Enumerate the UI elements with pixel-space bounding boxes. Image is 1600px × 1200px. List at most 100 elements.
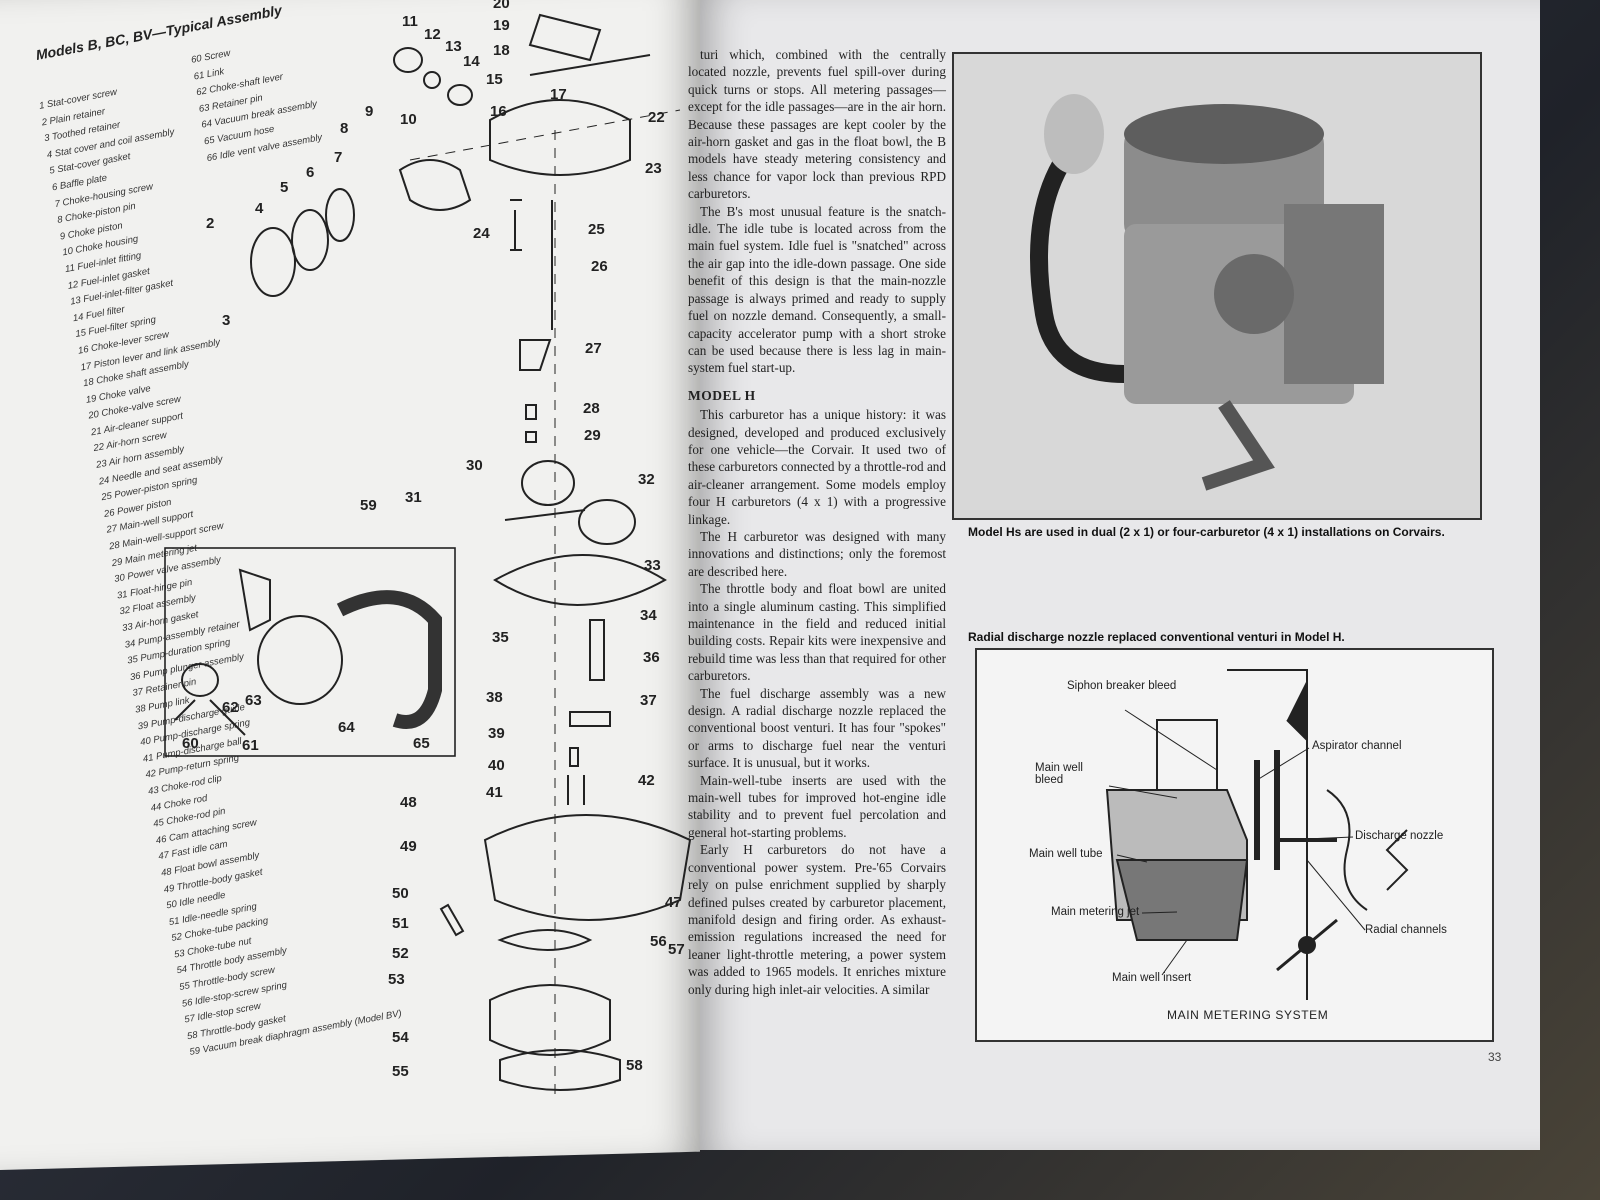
paragraph: The fuel discharge assembly was a new de… bbox=[688, 685, 946, 771]
label-radial-channels: Radial channels bbox=[1365, 924, 1447, 936]
stat-cover-shape bbox=[250, 227, 296, 297]
part-number: 41 bbox=[486, 784, 503, 801]
main-well-support-shape bbox=[519, 339, 552, 371]
part-number: 12 bbox=[424, 26, 441, 43]
part-number: 18 bbox=[493, 42, 510, 59]
part-number: 9 bbox=[365, 103, 373, 120]
part-number: 36 bbox=[643, 649, 660, 666]
paragraph: Early H carburetors do not have a conven… bbox=[688, 842, 946, 997]
part-number: 65 bbox=[413, 735, 430, 752]
part-number: 49 bbox=[400, 838, 417, 855]
part-number: 53 bbox=[388, 971, 405, 988]
part-number: 33 bbox=[644, 557, 661, 574]
baffle-shape bbox=[325, 188, 355, 242]
float-shape bbox=[521, 460, 575, 506]
part-number: 48 bbox=[400, 794, 417, 811]
part-number: 5 bbox=[280, 179, 288, 196]
part-number: 61 bbox=[242, 737, 259, 754]
part-number: 25 bbox=[588, 221, 605, 238]
part-number: 26 bbox=[591, 258, 608, 275]
part-number: 60 bbox=[182, 735, 199, 752]
part-number: 50 bbox=[392, 885, 409, 902]
diagram-caption: Radial discharge nozzle replaced convent… bbox=[968, 630, 1345, 644]
paragraph: The B's most unusual feature is the snat… bbox=[688, 203, 946, 376]
label-main-well-bleed: Main well bleed bbox=[1035, 762, 1083, 786]
paragraph: Main-well-tube inserts are used with the… bbox=[688, 772, 946, 840]
throttle-body-shape bbox=[489, 984, 611, 1056]
article-column: turi which, combined with the centrally … bbox=[688, 46, 946, 998]
part-number: 2 bbox=[206, 215, 214, 232]
pump-plunger-shape bbox=[589, 619, 605, 681]
exploded-assembly-diagram: 2 3 4 5 6 7 8 9 10 11 12 13 14 15 16 17 … bbox=[160, 0, 700, 1100]
part-number: 55 bbox=[392, 1063, 409, 1080]
part-number: 42 bbox=[638, 772, 655, 789]
label-discharge-nozzle: Discharge nozzle bbox=[1355, 830, 1444, 842]
part-number: 47 bbox=[665, 894, 682, 911]
part-number: 37 bbox=[640, 692, 657, 709]
part-number: 27 bbox=[585, 340, 602, 357]
part-number: 19 bbox=[493, 17, 510, 34]
main-metering-svg bbox=[1105, 669, 1409, 1000]
gasket-ring-shape bbox=[291, 209, 329, 271]
vacuum-hose-shape bbox=[336, 590, 442, 729]
main-metering-diagram: Siphon breaker bleed Aspirator channel M… bbox=[975, 648, 1494, 1042]
article-paragraphs: turi which, combined with the centrally … bbox=[688, 46, 946, 377]
label-siphon-breaker-bleed: Siphon breaker bleed bbox=[1067, 680, 1177, 692]
label-main-well-tube: Main well tube bbox=[1029, 848, 1103, 860]
vacuum-break-shape bbox=[257, 615, 343, 705]
page-number: 33 bbox=[1488, 1050, 1502, 1064]
photo-caption: Model Hs are used in dual (2 x 1) or fou… bbox=[968, 525, 1445, 539]
float-bowl-shape bbox=[483, 814, 692, 921]
part-number: 35 bbox=[492, 629, 509, 646]
part-number: 38 bbox=[486, 689, 503, 706]
part-number: 6 bbox=[306, 164, 314, 181]
part-number: 14 bbox=[463, 53, 480, 70]
part-number: 54 bbox=[392, 1029, 409, 1046]
model-h-paragraphs: This carburetor has a unique history: it… bbox=[688, 406, 946, 998]
part-number: 51 bbox=[392, 915, 409, 932]
part-number: 16 bbox=[490, 103, 507, 120]
diagram-title: MAIN METERING SYSTEM bbox=[1167, 1008, 1329, 1022]
part-number: 3 bbox=[222, 312, 230, 329]
choke-valve-shape bbox=[528, 13, 602, 62]
carburetor-photo-svg bbox=[954, 54, 1480, 518]
part-number: 23 bbox=[645, 160, 662, 177]
part-number: 32 bbox=[638, 471, 655, 488]
part-number: 24 bbox=[473, 225, 490, 242]
part-number: 4 bbox=[255, 200, 264, 217]
idle-needle-shape bbox=[439, 903, 465, 937]
part-number: 59 bbox=[360, 497, 377, 514]
paragraph: This carburetor has a unique history: it… bbox=[688, 407, 946, 527]
part-number: 10 bbox=[400, 111, 417, 128]
paragraph: turi which, combined with the centrally … bbox=[688, 47, 946, 202]
air-horn-gasket-shape bbox=[493, 554, 667, 606]
part-number: 30 bbox=[466, 457, 483, 474]
part-number: 56 bbox=[650, 933, 667, 950]
label-main-well-insert: Main well insert bbox=[1112, 972, 1192, 984]
paragraph: The throttle body and float bowl are uni… bbox=[688, 581, 946, 684]
part-number: 63 bbox=[245, 692, 262, 709]
part-number: 7 bbox=[334, 149, 342, 166]
carburetor-photo bbox=[952, 52, 1482, 520]
section-heading-model-h: MODEL H bbox=[688, 387, 756, 403]
part-number: 17 bbox=[550, 86, 567, 103]
part-number: 62 bbox=[222, 699, 239, 716]
part-number: 57 bbox=[668, 941, 685, 958]
part-number: 58 bbox=[626, 1057, 643, 1074]
part-number: 39 bbox=[488, 725, 505, 742]
part-number: 20 bbox=[493, 0, 510, 12]
inlet-fitting-shape bbox=[393, 47, 423, 73]
part-number: 64 bbox=[338, 719, 355, 736]
part-number: 8 bbox=[340, 120, 348, 137]
paragraph: The H carburetor was designed with many … bbox=[688, 528, 946, 579]
label-aspirator-channel: Aspirator channel bbox=[1312, 740, 1402, 752]
part-number: 22 bbox=[648, 109, 665, 126]
part-number: 31 bbox=[405, 489, 422, 506]
exploded-view-svg: 2 3 4 5 6 7 8 9 10 11 12 13 14 15 16 17 … bbox=[164, 0, 692, 1100]
throttle-gasket-shape bbox=[497, 929, 593, 951]
part-number: 28 bbox=[583, 400, 600, 417]
part-number: 34 bbox=[640, 607, 657, 624]
part-number: 40 bbox=[488, 757, 505, 774]
part-number: 13 bbox=[445, 38, 462, 55]
air-horn-shape bbox=[489, 99, 631, 176]
